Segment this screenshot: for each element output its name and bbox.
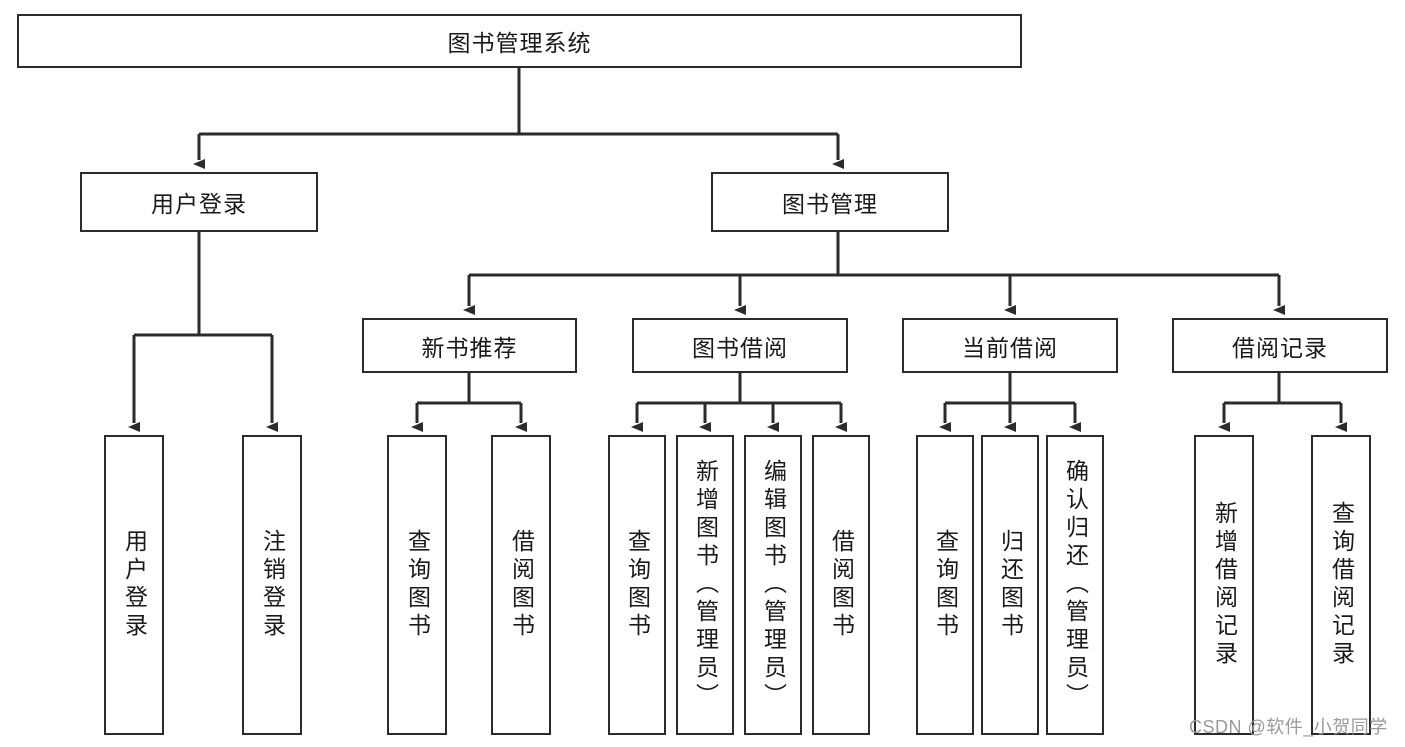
node-user-login-label: 用户登录 [151, 191, 247, 217]
leaf-bb-add-book[interactable]: 新增图书（管理员） [676, 435, 734, 735]
leaf-bb-borrow-book[interactable]: 借阅图书 [812, 435, 870, 735]
node-book-borrow-label: 图书借阅 [692, 334, 788, 361]
node-current-borrow[interactable]: 当前借阅 [902, 318, 1118, 373]
node-borrow-record[interactable]: 借阅记录 [1172, 318, 1388, 373]
node-root-label: 图书管理系统 [447, 30, 592, 56]
leaf-user-login-label: 用户登录 [121, 529, 148, 641]
leaf-bb-edit-book[interactable]: 编辑图书（管理员） [744, 435, 802, 735]
leaf-bb-query-book[interactable]: 查询图书 [608, 435, 666, 735]
node-new-book-recommend[interactable]: 新书推荐 [362, 318, 577, 373]
leaf-nb-borrow-book-label: 借阅图书 [508, 529, 535, 641]
leaf-logout[interactable]: 注销登录 [242, 435, 302, 735]
leaf-cb-confirm-return-label: 确认归还（管理员） [1062, 459, 1089, 711]
node-book-manage[interactable]: 图书管理 [711, 172, 949, 232]
leaf-bb-edit-book-label: 编辑图书（管理员） [760, 459, 787, 711]
node-root[interactable]: 图书管理系统 [17, 14, 1022, 68]
node-borrow-record-label: 借阅记录 [1232, 334, 1328, 361]
node-user-login[interactable]: 用户登录 [80, 172, 318, 232]
leaf-br-add-record[interactable]: 新增借阅记录 [1194, 435, 1254, 735]
leaf-nb-query-book[interactable]: 查询图书 [387, 435, 447, 735]
leaf-br-add-record-label: 新增借阅记录 [1211, 501, 1238, 669]
leaf-nb-borrow-book[interactable]: 借阅图书 [491, 435, 551, 735]
leaf-cb-confirm-return[interactable]: 确认归还（管理员） [1046, 435, 1104, 735]
leaf-bb-add-book-label: 新增图书（管理员） [692, 459, 719, 711]
leaf-logout-label: 注销登录 [259, 529, 286, 641]
leaf-cb-query-book[interactable]: 查询图书 [916, 435, 974, 735]
leaf-br-query-record-label: 查询借阅记录 [1328, 501, 1355, 669]
leaf-cb-query-book-label: 查询图书 [932, 529, 959, 641]
leaf-bb-borrow-book-label: 借阅图书 [828, 529, 855, 641]
leaf-br-query-record[interactable]: 查询借阅记录 [1311, 435, 1371, 735]
leaf-nb-query-book-label: 查询图书 [404, 529, 431, 641]
leaf-cb-return-book-label: 归还图书 [997, 529, 1024, 641]
leaf-bb-query-book-label: 查询图书 [624, 529, 651, 641]
leaf-user-login[interactable]: 用户登录 [104, 435, 164, 735]
node-book-borrow[interactable]: 图书借阅 [632, 318, 848, 373]
node-book-manage-label: 图书管理 [782, 191, 878, 217]
csdn-watermark: CSDN @软件_小贺同学 [1189, 717, 1388, 737]
node-current-borrow-label: 当前借阅 [962, 334, 1058, 361]
leaf-cb-return-book[interactable]: 归还图书 [981, 435, 1039, 735]
node-new-book-recommend-label: 新书推荐 [421, 334, 518, 361]
